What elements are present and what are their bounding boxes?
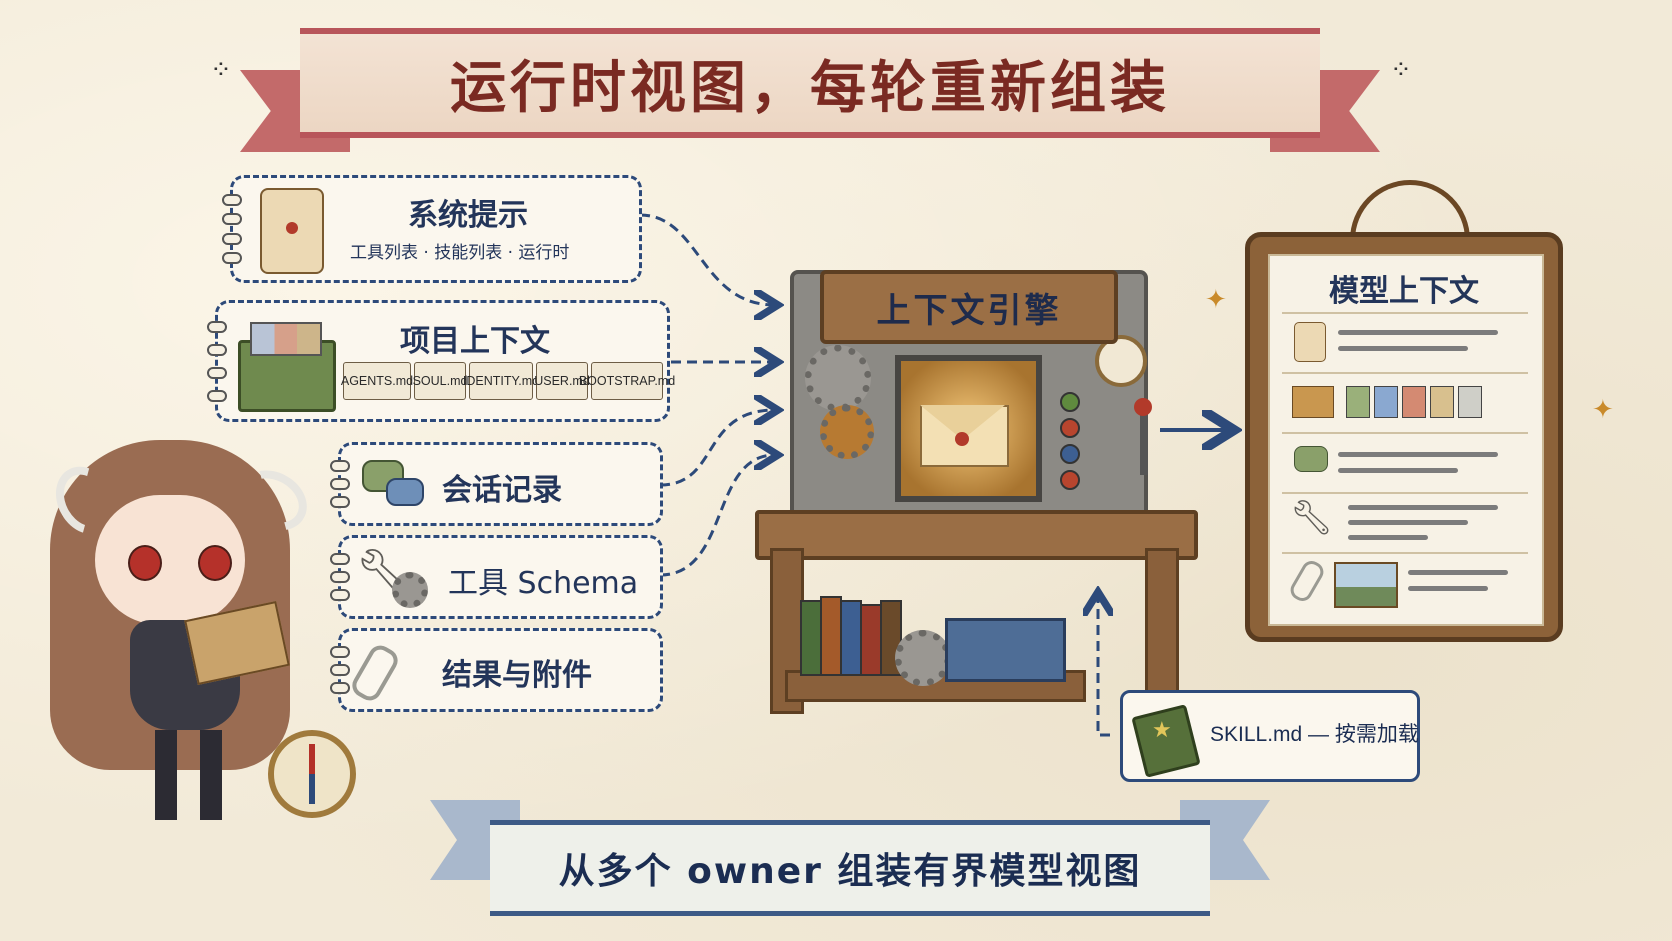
results-title: 结果与附件 [442, 658, 592, 693]
placeholder-line [1408, 570, 1508, 575]
doc-icon [1430, 386, 1454, 418]
toolbox-icon [945, 618, 1066, 682]
system-prompt-subtitle: 工具列表 · 技能列表 · 运行时 [350, 243, 570, 263]
sparkle-icon: ✦ [1592, 395, 1614, 425]
footer-text: 从多个 owner 组装有界模型视图 [558, 851, 1142, 892]
tool-schema-title: 工具 Schema [448, 566, 639, 601]
workbench-top [755, 510, 1198, 560]
file-tag-user: USER.md [534, 362, 590, 400]
indicator-lamp [1060, 392, 1080, 412]
folders-icon [250, 322, 322, 356]
lever-knob [1134, 398, 1152, 416]
girl-leg [155, 730, 177, 820]
girl-eye [128, 545, 162, 581]
footer-ribbon: 从多个 owner 组装有界模型视图 [490, 820, 1210, 916]
model-context-panel [1268, 254, 1544, 626]
file-tag-identity: IDENTITY.md [463, 362, 539, 400]
board-row-results [1282, 552, 1528, 612]
wrench-icon: 🔧︎ [1290, 498, 1334, 538]
placeholder-line [1348, 520, 1468, 525]
placeholder-line [1348, 535, 1428, 540]
board-row-system-prompt [1282, 312, 1528, 372]
tool-schema-card [330, 535, 663, 619]
placeholder-line [1408, 586, 1488, 591]
scroll-icon [260, 188, 324, 274]
book-icon [860, 604, 882, 676]
skill-label: SKILL.md — 按需加载 [1210, 723, 1419, 746]
file-tag-agents: AGENTS.md [341, 362, 413, 400]
lever-icon [1140, 405, 1148, 475]
workbench-leg [1145, 548, 1179, 714]
star-icon: ★ [1152, 718, 1172, 743]
doc-icon [1402, 386, 1426, 418]
placeholder-line [1338, 468, 1458, 473]
compass-needle-north [309, 744, 315, 774]
sparkle-icon: ✦ [1205, 285, 1227, 315]
file-tag-bootstrap: BOOTSTRAP.md [579, 362, 675, 400]
placeholder-line [1338, 346, 1468, 351]
girl-leg [200, 730, 222, 820]
gear-icon [820, 405, 874, 459]
placeholder-line [1338, 452, 1498, 457]
file-tag-soul: SOUL.md [413, 362, 467, 400]
doc-icon [1346, 386, 1370, 418]
project-context-title: 项目上下文 [400, 324, 550, 359]
board-row-project-context [1282, 372, 1528, 432]
results-card [330, 628, 663, 712]
engine-label: 上下文引擎 [876, 290, 1062, 331]
wax-seal-icon [286, 222, 298, 234]
gear-icon [392, 572, 428, 608]
book-icon [840, 600, 862, 676]
gear-icon [805, 345, 871, 411]
placeholder-line [1338, 330, 1498, 335]
page-title: 运行时视图，每轮重新组装 [450, 54, 1170, 121]
session-log-title: 会话记录 [442, 473, 562, 508]
wax-seal-icon [955, 432, 969, 446]
sparkle-icon: ⁘ [210, 55, 232, 85]
book-icon [820, 596, 842, 676]
doc-icon [1374, 386, 1398, 418]
board-row-session-log [1282, 432, 1528, 492]
engine-sign: 上下文引擎 [820, 270, 1118, 344]
book-icon [800, 600, 822, 676]
sparkle-icon: ⁘ [1390, 55, 1412, 85]
compass-needle-south [309, 774, 315, 804]
chat-bubble-icon [386, 478, 424, 506]
folder-icon [1292, 386, 1334, 418]
board-row-tool-schema [1282, 492, 1528, 552]
doc-icon [1458, 386, 1482, 418]
indicator-lamp [1060, 418, 1080, 438]
indicator-lamp [1060, 444, 1080, 464]
placeholder-line [1348, 505, 1498, 510]
girl-eye [198, 545, 232, 581]
indicator-lamp [1060, 470, 1080, 490]
image-icon [1334, 562, 1398, 608]
gauge-icon [1095, 335, 1147, 387]
model-context-title: 模型上下文 [1329, 274, 1479, 309]
gear-icon [895, 630, 951, 686]
scroll-icon [1294, 322, 1326, 362]
system-prompt-title: 系统提示 [408, 198, 528, 233]
chat-bubble-icon [1294, 446, 1328, 472]
title-banner: 运行时视图，每轮重新组装 [300, 28, 1320, 138]
